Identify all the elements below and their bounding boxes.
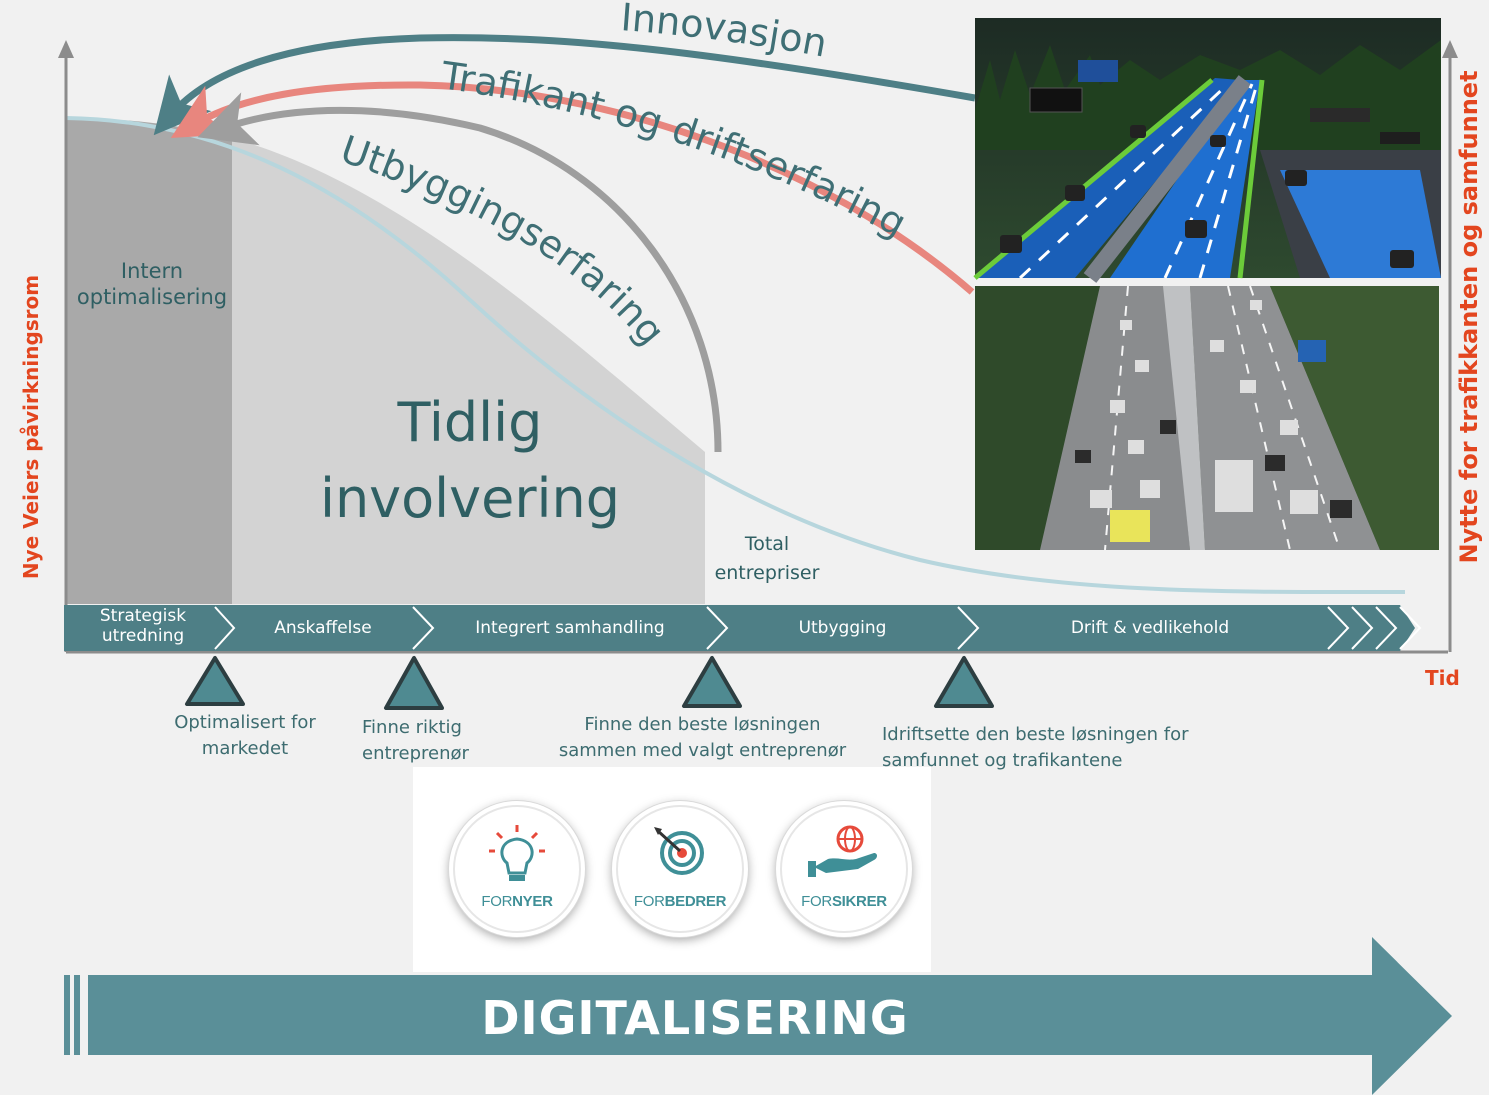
y-axis-right-arrowhead [1442,40,1458,58]
badge-fornyer-label: FORNYER [481,893,553,910]
smart-road-photo [973,18,1441,283]
milestone-right-contractor: Finne riktig entreprenør [362,717,469,765]
phase-integrated-collaboration: Integrert samhandling [475,618,665,638]
milestone-best-solution: Finne den beste løsningen sammen med val… [558,714,847,762]
internal-optimization-label: Intern optimalisering [76,259,228,310]
phase-operations-maintenance: Drift & vedlikehold [1070,618,1230,638]
globe-hand-icon [780,805,908,933]
early-involvement-area [232,138,705,604]
target-icon [616,805,744,933]
badge-forsikrer-label: FORSIKRER [801,893,887,910]
construction-experience-arrow [197,92,722,453]
values-logo-panel: FORNYER FORBEDRER FORSIKRER [413,767,931,972]
digitalization-label: DIGITALISERING [481,991,909,1045]
y-axis-right-label: Nytte for trafikkanten og samfunnet [1455,70,1483,564]
motorway-photo [975,285,1439,551]
internal-optimization-area [66,119,232,604]
y-axis-left-arrowhead [58,40,74,58]
early-involvement-label: Tidlig involvering [319,391,621,530]
influence-curve [65,116,1406,595]
y-axis-left-label: Nye Veiers påvirkningsrom [19,274,43,580]
phase-band [64,605,1415,651]
phase-strategic-study: Strategisk utredning [99,606,187,646]
badge-forbedrer-label: FORBEDRER [633,893,727,910]
milestone-triangles [185,656,994,710]
phase-construction: Utbygging [798,618,887,638]
badge-forsikrer: FORSIKRER [776,801,912,937]
badge-forbedrer: FORBEDRER [612,801,748,937]
phase-procurement: Anskaffelse [274,618,372,638]
milestone-optimized-market: Optimalisert for markedet [174,712,316,760]
phase-separators [214,606,1422,650]
total-contracts-label: Total entrepriser [714,533,820,584]
badge-fornyer: FORNYER [449,801,585,937]
innovation-arrow [153,34,976,136]
x-axis-label: Tid [1425,666,1460,690]
milestone-commissioning: Idriftsette den beste løsningen for samf… [882,724,1189,772]
traffic-experience-arrow [170,81,975,295]
lightbulb-icon [453,805,581,933]
